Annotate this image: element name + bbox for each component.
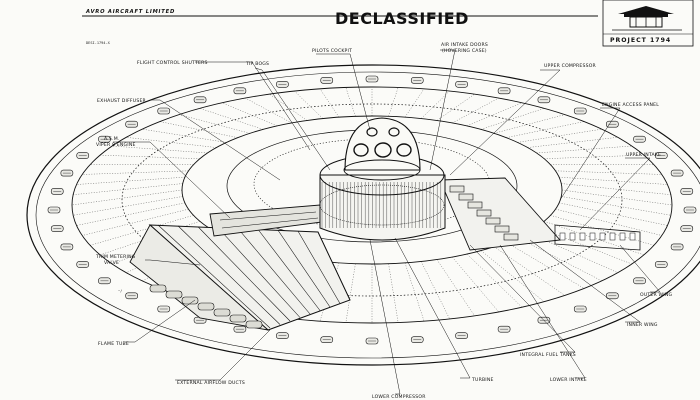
label-engine-access-panel: ENGINE ACCESS PANEL: [602, 102, 659, 108]
label-asm: A.S.M.: [104, 136, 120, 142]
cockpit-window-left: [353, 143, 369, 157]
label-integral-fuel-tanks: INTEGRAL FUEL TANKS: [520, 352, 576, 358]
cockpit-window-right: [396, 143, 412, 157]
flame-tubes: [149, 284, 263, 329]
external-airflow-duct-lines: [157, 224, 351, 329]
label-trim-metering-valve: VALVE: [104, 260, 119, 266]
annotation-mark: ~/: [118, 289, 122, 293]
label-trim-metering: TRIM METERING: [95, 254, 136, 260]
outer-rim: [26, 64, 700, 366]
avro-logo-icon: PROJECT 1794: [602, 0, 694, 47]
label-lower-intake: LOWER INTAKE: [550, 377, 587, 383]
label-flame-tube: FLAME TUBE: [98, 341, 129, 347]
project-number: PROJECT 1794: [610, 37, 671, 44]
cutaway-section: [129, 204, 351, 331]
cockpit-dome: [343, 117, 421, 181]
label-viper-engine: VIPER 8 ENGINE: [96, 142, 136, 148]
label-external-airflow-ducts: EXTERNAL AIRFLOW DUCTS: [177, 380, 245, 386]
label-upper-intake: UPPER INTAKE: [626, 152, 661, 158]
label-pilots-cockpit: PILOTS COCKPIT: [312, 48, 352, 54]
cockpit-window-top-left: [366, 127, 378, 137]
saucer-body: [26, 64, 700, 366]
label-inner-wing: INNER WING: [627, 322, 658, 328]
label-upper-compressor: UPPER COMPRESSOR: [544, 63, 597, 69]
right-cutaway: [439, 177, 641, 251]
header: AVRO AIRCRAFT LIMITED DECLASSIFIED DESI-…: [82, 0, 694, 47]
label-air-intake-hovering: (HOVERING CASE): [442, 48, 487, 54]
compressor-drum: [319, 154, 446, 241]
label-turbine: TURBINE: [471, 377, 494, 383]
label-flight-control-shutters: FLIGHT CONTROL SHUTTERS: [137, 60, 208, 66]
label-tip-bogs: TIP BOGS: [245, 61, 269, 67]
fuel-tank-block: [554, 224, 641, 251]
label-outer-wing: OUTER WING: [640, 292, 672, 298]
label-lower-compressor: LOWER COMPRESSOR: [372, 394, 426, 400]
callout-labels: FLIGHT CONTROL SHUTTERS TIP BOGS PILOTS …: [95, 42, 672, 400]
drawing-ref: DESI-1794-X: [86, 41, 111, 45]
outer-rim-inner-line: [35, 71, 700, 359]
company-name: AVRO AIRCRAFT LIMITED: [85, 9, 175, 15]
leader-lines: [113, 49, 661, 395]
rim-fuel-ports: [47, 75, 697, 345]
page-title: DECLASSIFIED: [335, 9, 469, 28]
cockpit-window-center: [374, 142, 392, 158]
cockpit-window-top-right: [388, 127, 400, 137]
label-exhaust-diffuser: EXHAUST DIFFUSER: [97, 98, 147, 104]
wing-dotted-ring: [121, 103, 623, 297]
label-air-intake-doors: AIR INTAKE DOORS: [441, 42, 488, 48]
